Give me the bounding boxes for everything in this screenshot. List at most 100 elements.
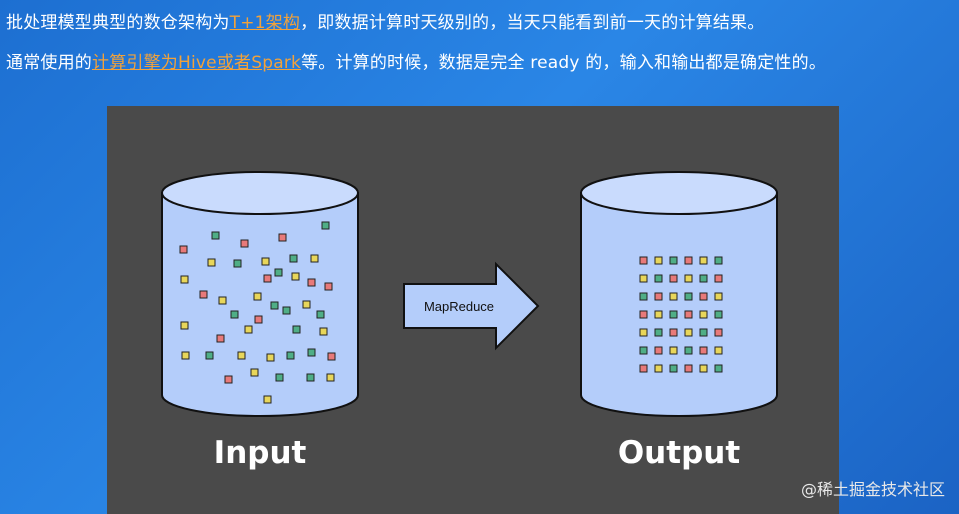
data-dot xyxy=(669,310,678,319)
data-dot xyxy=(714,364,723,373)
data-dot xyxy=(654,292,663,301)
output-cylinder xyxy=(580,171,778,417)
data-dot xyxy=(275,373,284,382)
data-dot xyxy=(310,254,319,263)
arrow-label: MapReduce xyxy=(424,299,494,314)
data-dot xyxy=(669,274,678,283)
batch-diagram: MapReduce Input Output xyxy=(161,171,778,471)
data-dot xyxy=(684,292,693,301)
data-dot xyxy=(654,256,663,265)
line1-text-a: 批处理模型典型的数仓架构为 xyxy=(6,13,230,33)
description-line-2: 通常使用的计算引擎为Hive或者Spark等。计算的时候，数据是完全 ready… xyxy=(6,48,826,73)
data-dot xyxy=(684,328,693,337)
data-dot xyxy=(244,325,253,334)
data-dot xyxy=(237,351,246,360)
mapreduce-arrow: MapReduce xyxy=(403,261,540,351)
data-dot xyxy=(714,256,723,265)
data-dot xyxy=(684,274,693,283)
data-dot xyxy=(699,256,708,265)
data-dot xyxy=(307,278,316,287)
data-dot xyxy=(654,274,663,283)
data-dot xyxy=(714,310,723,319)
data-dot xyxy=(669,364,678,373)
data-dot xyxy=(699,364,708,373)
data-dot xyxy=(684,256,693,265)
data-dot xyxy=(180,275,189,284)
data-dot xyxy=(654,328,663,337)
data-dot xyxy=(714,328,723,337)
data-dot xyxy=(307,348,316,357)
data-dot xyxy=(205,351,214,360)
data-dot xyxy=(250,368,259,377)
data-dot xyxy=(639,292,648,301)
data-dot xyxy=(699,328,708,337)
data-dot xyxy=(714,346,723,355)
data-dot xyxy=(233,259,242,268)
data-dot xyxy=(327,352,336,361)
data-dot xyxy=(218,296,227,305)
data-dot xyxy=(253,292,262,301)
data-dot xyxy=(684,310,693,319)
data-dot xyxy=(319,327,328,336)
data-dot xyxy=(714,274,723,283)
data-dot xyxy=(669,256,678,265)
data-dot xyxy=(669,292,678,301)
input-label: Input xyxy=(214,435,307,471)
data-dot xyxy=(639,328,648,337)
line1-text-b: ，即数据计算时天级别的，当天只能看到前一天的计算结果。 xyxy=(300,13,765,33)
output-label: Output xyxy=(618,435,741,471)
data-dot xyxy=(282,306,291,315)
data-dot xyxy=(639,310,648,319)
data-dot xyxy=(326,373,335,382)
data-dot xyxy=(289,254,298,263)
line2-text-b: 等。计算的时候，数据是完全 ready 的，输入和输出都是确定性的。 xyxy=(301,53,827,73)
data-dot xyxy=(324,282,333,291)
data-dot xyxy=(180,321,189,330)
data-dot xyxy=(321,221,330,230)
data-dot xyxy=(714,292,723,301)
t1-architecture-link[interactable]: T+1架构 xyxy=(229,13,301,33)
data-dot xyxy=(699,292,708,301)
data-dot xyxy=(684,346,693,355)
diagram-panel: MapReduce Input Output xyxy=(107,106,839,514)
data-dot xyxy=(181,351,190,360)
data-dot xyxy=(639,346,648,355)
line2-text-a: 通常使用的 xyxy=(6,53,92,73)
data-dot xyxy=(654,310,663,319)
data-dot xyxy=(654,346,663,355)
compute-engine-link[interactable]: 计算引擎为Hive或者Spark xyxy=(92,53,302,73)
data-dot xyxy=(263,395,272,404)
description-line-1: 批处理模型典型的数仓架构为T+1架构，即数据计算时天级别的，当天只能看到前一天的… xyxy=(6,8,764,33)
data-dot xyxy=(199,290,208,299)
data-dot xyxy=(286,351,295,360)
input-cylinder xyxy=(161,171,359,417)
data-dot xyxy=(699,274,708,283)
data-dot xyxy=(278,233,287,242)
data-dot xyxy=(699,310,708,319)
data-dot xyxy=(274,268,283,277)
data-dot xyxy=(230,310,239,319)
data-dot xyxy=(263,274,272,283)
data-dot xyxy=(291,272,300,281)
watermark: @稀土掘金技术社区 xyxy=(800,480,945,499)
data-dot xyxy=(224,375,233,384)
data-dot xyxy=(207,258,216,267)
data-dot xyxy=(316,310,325,319)
data-dot xyxy=(266,353,275,362)
data-dot xyxy=(669,346,678,355)
data-dot xyxy=(302,300,311,309)
data-dot xyxy=(639,274,648,283)
data-dot xyxy=(216,334,225,343)
data-dot xyxy=(240,239,249,248)
data-dot xyxy=(292,325,301,334)
data-dot xyxy=(306,373,315,382)
data-dot xyxy=(684,364,693,373)
data-dot xyxy=(211,231,220,240)
data-dot xyxy=(669,328,678,337)
data-dot xyxy=(254,315,263,324)
data-dot xyxy=(261,257,270,266)
data-dot xyxy=(179,245,188,254)
data-dot xyxy=(639,256,648,265)
data-dot xyxy=(270,301,279,310)
data-dot xyxy=(639,364,648,373)
